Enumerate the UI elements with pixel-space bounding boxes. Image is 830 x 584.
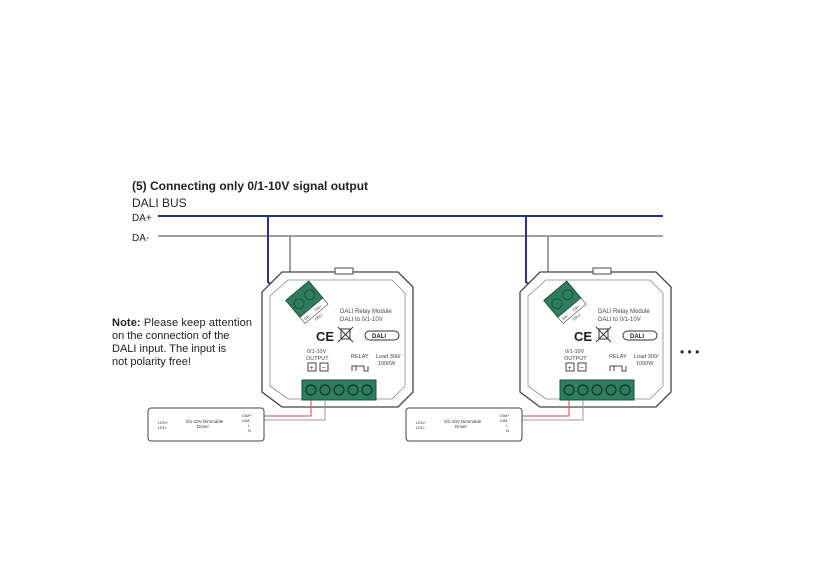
note-line-3: DALI input. The input is — [112, 343, 227, 355]
svg-text:DIM-: DIM- — [242, 418, 251, 423]
relay-symbol — [351, 365, 357, 371]
svg-text:N: N — [248, 428, 251, 433]
module-unit: DA- DA+ DALI DALI Relay Module DALI to 0… — [147, 216, 414, 442]
dali-input-terminal: DA- DA+ DALI — [285, 280, 329, 324]
svg-text:OUTPUT: OUTPUT — [306, 356, 329, 362]
svg-text:1000W: 1000W — [378, 361, 396, 367]
svg-text:LED+: LED+ — [158, 420, 169, 425]
svg-text:+: + — [310, 365, 314, 372]
svg-text:Driver: Driver — [197, 424, 210, 429]
note-line-2: on the connection of the — [112, 330, 229, 342]
svg-text:DIM+: DIM+ — [242, 413, 252, 418]
svg-text:DA+: DA+ — [313, 303, 323, 312]
ce-mark: CE — [316, 329, 334, 344]
module-name: DALI Relay Module — [340, 309, 392, 315]
svg-text:LED-: LED- — [158, 425, 168, 430]
da-plus-label: DA+ — [132, 213, 152, 224]
dali-relay-module: DA- DA+ DALI DALI Relay Module DALI to 0… — [261, 267, 414, 408]
svg-text:0/1-10V: 0/1-10V — [307, 349, 327, 355]
note-line-4: not polarity free! — [112, 356, 191, 368]
continuation-dots: • • • — [680, 345, 699, 359]
diagram-title: (5) Connecting only 0/1-10V signal outpu… — [132, 179, 368, 193]
svg-text:−: − — [322, 365, 326, 372]
dali-logo — [364, 330, 400, 341]
svg-text:DA-: DA- — [303, 313, 312, 322]
output-minus-terminal — [319, 362, 329, 372]
module-unit-2 — [405, 215, 672, 442]
dim-plus-wire — [262, 400, 312, 417]
svg-text:L: L — [248, 423, 251, 428]
note-line-1: Note: Please keep attention — [112, 317, 252, 329]
output-plus-terminal — [307, 362, 317, 372]
da-minus-label: DA- — [132, 233, 149, 244]
svg-text:0/1-10V Dimmable: 0/1-10V Dimmable — [186, 419, 224, 424]
dimmable-driver: 0/1-10V Dimmable Driver LED+ LED- DIM+ D… — [147, 407, 265, 442]
dim-minus-wire — [262, 400, 326, 421]
svg-text:DALI: DALI — [313, 312, 323, 322]
svg-text:DALI: DALI — [372, 334, 386, 340]
weee-bin-icon — [337, 326, 354, 343]
svg-text:RELAY: RELAY — [351, 354, 369, 360]
bus-label: DALI BUS — [132, 196, 187, 210]
module-subtitle: DALI to 0/1-10V — [340, 317, 383, 323]
svg-text:Load 300/: Load 300/ — [376, 354, 401, 360]
output-terminal-block — [301, 379, 377, 401]
